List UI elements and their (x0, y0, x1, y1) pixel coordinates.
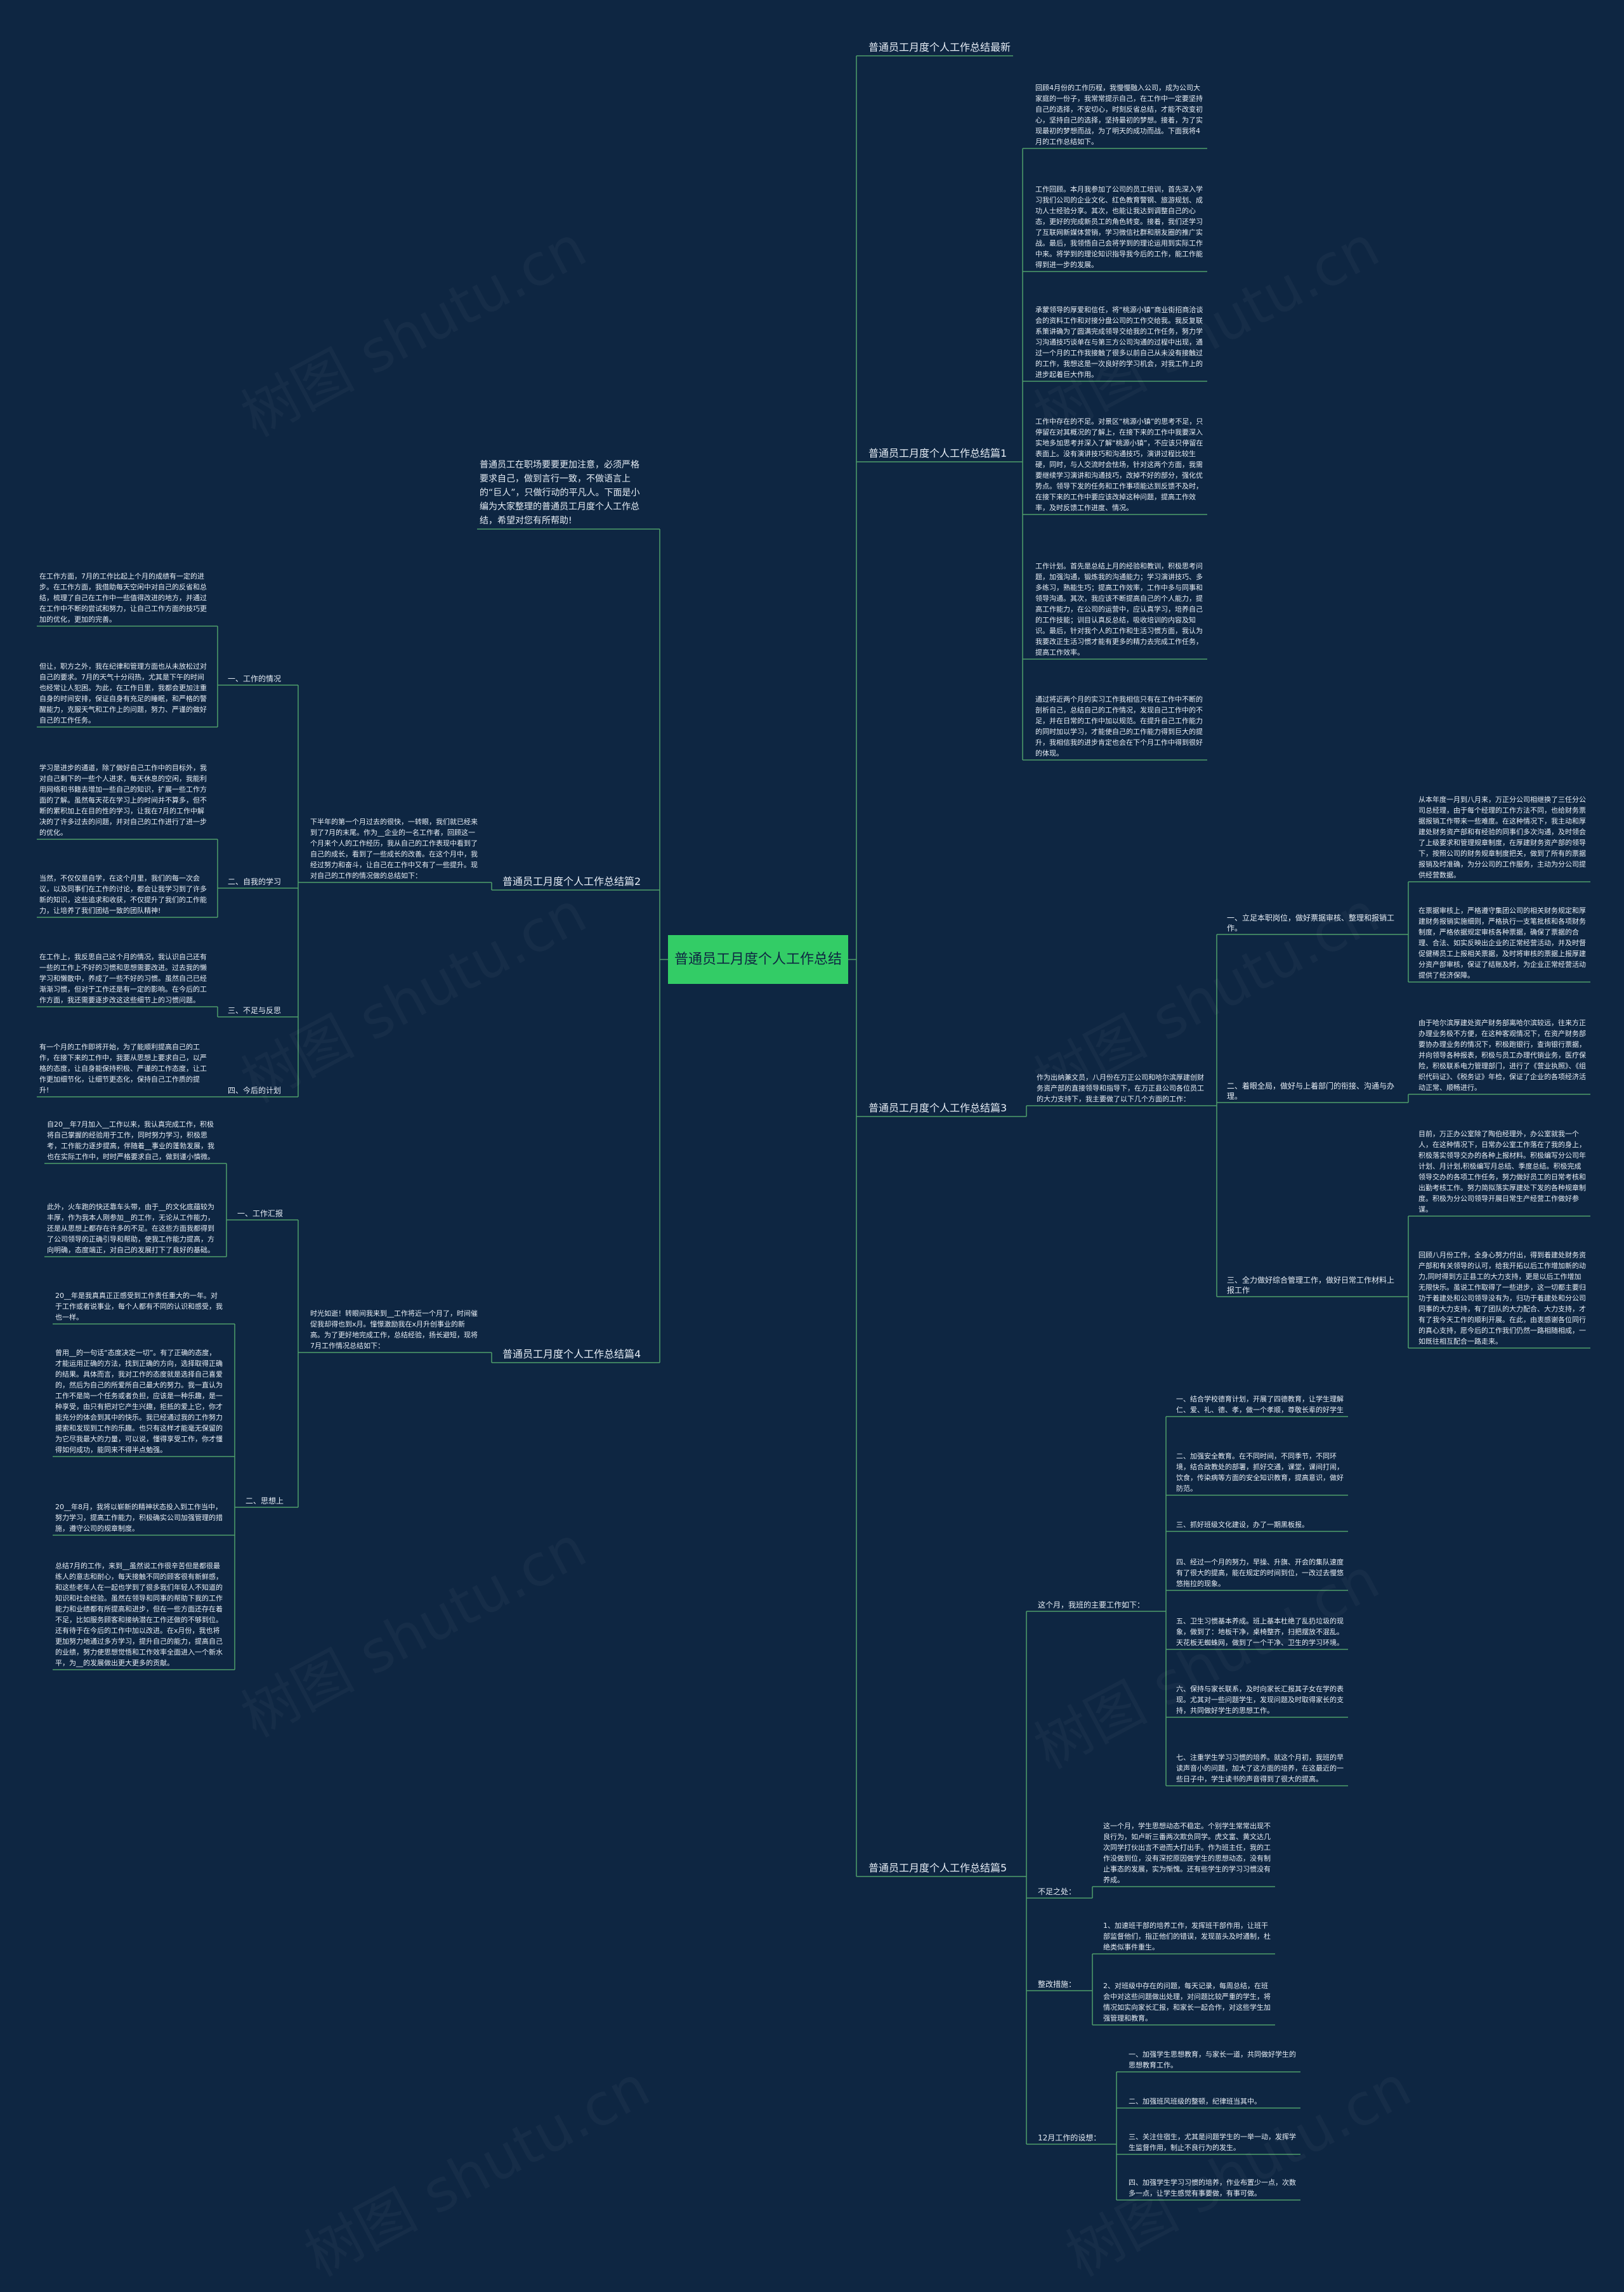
branch-part-5[interactable]: 普通员工月度个人工作总结篇5 (868, 1862, 1007, 1874)
b2-plan-text: 有一个月的工作即将开始，为了能顺利提高自己的工作，在接下来的工作中，我要从思想上… (39, 1043, 207, 1094)
b3-label-management[interactable]: 三、全力做好综合管理工作，做好日常工作材料上报工作 (1227, 1276, 1395, 1295)
b5-label-main-work[interactable]: 这个月，我班的主要工作如下： (1038, 1601, 1145, 1609)
b2-intro: 下半年的第一个月过去的很快，一转眼，我们就已经来到了7月的末尾。作为__企业的一… (310, 818, 478, 880)
b5-work-item: 一、结合学校德育计划，开展了四德教育，让学生理解仁、爱、礼、德、孝，做一个孝顺，… (1176, 1395, 1344, 1414)
b3-duty-text-2: 在票据审核上，严格遵守集团公司的相关财务规定和厚建财务报销实施细则，严格执行一支… (1418, 907, 1586, 979)
b5-label-december-plan[interactable]: 12月工作的设想： (1038, 2133, 1101, 2142)
b5-plan-item: 三、关注住宿生，尤其是问题学生的一举一动，发挥学生监督作用，制止不良行为的发生。 (1129, 2133, 1296, 2152)
b5-work-item: 六、保持与家长联系，及时向家长汇报其子女在学的表现。尤其对一些问题学生，发现问题… (1176, 1685, 1344, 1715)
b5-corrective-item: 2、对班级中存在的问题，每天记录，每周总结，在班会中对这些问题做出处理，对问题比… (1103, 1982, 1271, 2022)
branch-part-4[interactable]: 普通员工月度个人工作总结篇4 (502, 1348, 641, 1360)
b5-work-item: 二、加强安全教育。在不同时间，不同季节，不同环境，结合政教处的部署，抓好交通，课… (1176, 1452, 1344, 1493)
branch-part-3[interactable]: 普通员工月度个人工作总结篇3 (868, 1102, 1007, 1114)
b4-intro: 时光如逝！转眼间我来到__工作将近一个月了，时间催促我却得也到x月。憧憬激励我在… (310, 1309, 478, 1350)
b5-work-item: 四、经过一个月的努力，早操、升旗、开会的集队速度有了很大的提高，能在规定的时间到… (1176, 1558, 1344, 1588)
b1-text-5: 工作计划。首先是总结上月的经验和教训，积极思考问题，加强沟通，锻炼我的沟通能力；… (1035, 562, 1203, 657)
b4-thinking-text-1: 20__年是我真真正正感受到工作责任重大的一年。对于工作或者说事业，每个人都有不… (55, 1292, 223, 1321)
b2-reflection-text: 在工作上，我反思自己这个月的情况，我认识自己还有一些的工作上不好的习惯和思想需要… (39, 953, 207, 1004)
root-title: 普通员工月度个人工作总结 (674, 951, 842, 967)
b2-label-plan[interactable]: 四、今后的计划 (228, 1086, 282, 1095)
b4-label-report[interactable]: 一、工作汇报 (237, 1209, 284, 1218)
b5-plan-item: 一、加强学生思想教育，与家长一道，共同做好学生的思想教育工作。 (1129, 2050, 1296, 2069)
b2-work-text-2: 但让，职方之外，我在纪律和管理方面也从未放松过对自己的要求。7月的天气十分闷热，… (39, 662, 207, 724)
b2-study-text-1: 学习是进步的通道，除了做好自己工作中的目标外，我对自己剩下的一些个人进求，每天休… (39, 764, 207, 837)
b5-label-corrective[interactable]: 整改措施： (1038, 1980, 1077, 1989)
b2-study-text-2: 当然，不仅仅是自学，在这个月里，我们的每一次会议，以及同事们在工作的讨论，都会让… (39, 874, 207, 915)
b3-coordination-text: 由于哈尔滨厚建处资产财务部离哈尔滨较远，往来方正办理业务极不方便，在这种客观情况… (1418, 1019, 1586, 1092)
b5-corrective-item: 1、加速班干部的培养工作，发挥班干部作用，让班干部监督他们，指正他们的错误，发现… (1103, 1922, 1271, 1951)
b1-text-4: 工作中存在的不足。对景区“桃源小镇”的思考不足，只停留在对其概况的了解上，在接下… (1035, 417, 1203, 512)
b3-label-duty[interactable]: 一、立足本职岗位，做好票据审核、整理和报销工作。 (1227, 914, 1395, 933)
b4-thinking-text-4: 总结7月的工作，来到__虽然说工作很辛苦但是都很最练人的意志和耐心，每天接触不同… (55, 1562, 223, 1667)
b2-label-reflection[interactable]: 三、不足与反思 (228, 1006, 282, 1015)
b5-shortcomings-text: 这一个月，学生思想动态不稳定。个别学生常常出现不良行为，如卢昕三番两次欺负同学。… (1103, 1822, 1271, 1884)
b5-work-item: 七、注重学生学习习惯的培养。就这个月初，我班的早读声音小的问题，加大了这方面的培… (1176, 1753, 1344, 1783)
intro-note: 普通员工在职场要要更加注意，必须严格要求自己，做到言行一致，不做语言上的“巨人”… (480, 460, 640, 526)
b4-report-text-2: 此外，火车跑的快还靠车头带，由于__的文化底蕴较为丰厚，作为我本人刚参加__的工… (47, 1203, 214, 1254)
b3-duty-text-1: 从本年度一月到八月来，万正分公司相继换了三任分公司总经理，由于每个经理的工作方法… (1418, 796, 1586, 879)
b1-text-6: 通过将近两个月的实习工作我相信只有在工作中不断的剖析自己，总结自己的工作情况，发… (1035, 695, 1203, 757)
b1-text-3: 承蒙领导的厚爱和信任，将“桃源小镇”商业街招商洽谈会的资料工作和对接分盘公司的工… (1035, 306, 1203, 379)
branch-latest[interactable]: 普通员工月度个人工作总结最新 (868, 41, 1011, 53)
b2-label-work[interactable]: 一、工作的情况 (228, 674, 282, 683)
b4-thinking-text-3: 20__年8月，我将以崭新的精神状态投入到工作当中，努力学习，提高工作能力，积极… (55, 1503, 223, 1533)
branch-part-1[interactable]: 普通员工月度个人工作总结篇1 (868, 447, 1007, 459)
root-node[interactable]: 普通员工月度个人工作总结 (668, 935, 848, 984)
b5-plan-item: 二、加强班风班级的整顿，纪律班当其中。 (1129, 2097, 1261, 2105)
b4-thinking-text-2: 曾用__的一句话“态度决定一切”。有了正确的态度，才能运用正确的方法，找到正确的… (55, 1349, 223, 1454)
b5-label-shortcomings[interactable]: 不足之处： (1038, 1887, 1077, 1896)
b5-work-item: 三、抓好班级文化建设，办了一期黑板报。 (1176, 1521, 1309, 1529)
b2-label-study[interactable]: 二、自我的学习 (228, 877, 282, 886)
b3-intro: 作为出纳兼文员，八月份在万正公司和哈尔滨厚建创财务资产部的直接领导和指导下，在万… (1037, 1073, 1204, 1103)
b5-plan-item: 四、加强学生学习习惯的培养，作业布置少一点，次数多一点，让学生感觉有事要做，有事… (1129, 2178, 1296, 2197)
branch-part-2[interactable]: 普通员工月度个人工作总结篇2 (502, 875, 641, 887)
b5-work-item: 五、卫生习惯基本养成。班上基本杜绝了乱扔垃圾的现象，做到了：地板干净，桌椅整齐，… (1176, 1617, 1344, 1647)
b4-label-thinking[interactable]: 二、思想上 (246, 1496, 284, 1505)
b1-text-2: 工作回顾。本月我参加了公司的员工培训，首先深入学习我们公司的企业文化、红色教育警… (1035, 185, 1203, 269)
b3-management-text-1: 目前，万正办公室除了陶伯经理外，办公室就我一个人，在这种情况下，日常办公室工作落… (1418, 1130, 1586, 1214)
b2-work-text-1: 在工作方面，7月的工作比起上个月的成绩有一定的进步。在工作方面，我借助每天空闲中… (39, 572, 207, 624)
b3-management-text-2: 回顾八月份工作，全身心努力付出，得到着建处财务资产部和有关领导的认可，给我开拓以… (1418, 1251, 1586, 1346)
b3-label-coordination[interactable]: 二、着眼全局，做好与上着部门的衔接、沟通与办理。 (1227, 1082, 1395, 1101)
b4-report-text-1: 自20__年7月加入__工作以来，我认真完成工作，积极将自己掌握的经验用于工作，… (47, 1120, 214, 1161)
b1-text-1: 回顾4月份的工作历程，我慢慢融入公司，成为公司大家庭的一份子，我常常提示自己，在… (1035, 84, 1203, 146)
